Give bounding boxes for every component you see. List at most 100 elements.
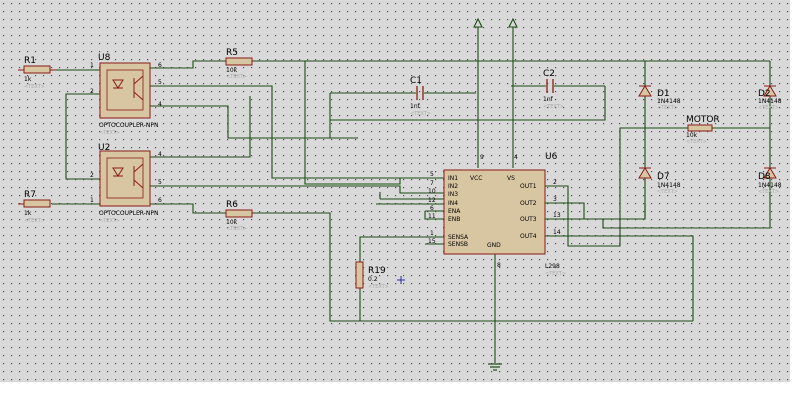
r6-ref: R6 bbox=[226, 200, 238, 210]
ic-pin-in1: IN1 bbox=[448, 175, 458, 182]
ic-pinno-4: 4 bbox=[514, 154, 518, 161]
ic-pinno-15: 15 bbox=[428, 238, 436, 245]
d8-placeholder: <TEXT> bbox=[758, 189, 779, 195]
ic-pinno-12: 12 bbox=[428, 197, 436, 204]
diode-d8[interactable]: D8 1N4148 <TEXT> bbox=[758, 167, 782, 195]
u8-pin-5: 5 bbox=[158, 79, 162, 86]
r1-value: 1k bbox=[24, 76, 32, 83]
vs-terminal-icon bbox=[508, 17, 518, 28]
ic-pinno-13: 13 bbox=[553, 212, 561, 219]
u2-pin-4: 4 bbox=[158, 151, 162, 158]
ic-pinno-7: 7 bbox=[430, 180, 434, 187]
optocoupler-u8[interactable]: U8 OPTOCOUPLER-NPN <TEXT> 1 2 6 5 4 bbox=[90, 53, 162, 136]
d7-ref: D7 bbox=[657, 172, 670, 182]
u2-ref: U2 bbox=[98, 143, 110, 153]
r6-value: 10k bbox=[226, 219, 238, 226]
r7-value: 1k bbox=[24, 210, 32, 217]
u6-ref: U6 bbox=[545, 152, 558, 162]
capacitor-c2[interactable]: C2 1nf <TEXT> bbox=[543, 69, 564, 110]
ic-pinno-11: 11 bbox=[428, 213, 436, 220]
ic-pin-sensa: SENSA bbox=[448, 234, 469, 241]
ic-pin-sensb: SENSB bbox=[448, 241, 468, 248]
r5-placeholder: <TEXT> bbox=[226, 74, 247, 80]
ic-pinno-10: 10 bbox=[428, 188, 436, 195]
u2-pin-5: 5 bbox=[158, 179, 162, 186]
d2-placeholder: <TEXT> bbox=[758, 105, 779, 111]
c1-placeholder: <TEXT> bbox=[410, 111, 431, 117]
motor-value: 10k bbox=[686, 132, 698, 139]
u2-pin-6: 6 bbox=[158, 197, 162, 204]
wires bbox=[52, 27, 771, 363]
u8-value: OPTOCOUPLER-NPN bbox=[99, 122, 158, 129]
u2-value: OPTOCOUPLER-NPN bbox=[99, 210, 158, 217]
motor[interactable]: MOTOR 10k <TEXT> bbox=[686, 115, 720, 145]
r5-ref: R5 bbox=[226, 48, 238, 58]
d2-ref: D2 bbox=[758, 89, 771, 99]
d2-value: 1N4148 bbox=[758, 98, 782, 105]
u8-placeholder: <TEXT> bbox=[99, 130, 120, 136]
u8-ref: U8 bbox=[98, 53, 111, 63]
u8-pin-6: 6 bbox=[158, 62, 162, 69]
r1-ref: R1 bbox=[24, 56, 36, 66]
motor-ref: MOTOR bbox=[686, 115, 720, 125]
u6-placeholder: <TEXT> bbox=[545, 271, 566, 277]
d7-placeholder: <TEXT> bbox=[657, 189, 678, 195]
resistor-r19[interactable]: R19 0.2 <TEXT> bbox=[355, 261, 389, 290]
ic-pin-in3: IN3 bbox=[448, 191, 458, 198]
ic-pin-out1: OUT1 bbox=[520, 183, 537, 190]
resistor-r1[interactable]: R1 1k <TEXT> bbox=[18, 56, 56, 90]
ic-pin-vs: VS bbox=[507, 175, 515, 182]
r19-ref: R19 bbox=[368, 266, 386, 276]
ic-pinno-3: 3 bbox=[553, 196, 557, 203]
ic-pin-vcc: VCC bbox=[470, 175, 482, 182]
u8-pin-2: 2 bbox=[90, 88, 94, 95]
r7-placeholder: <TEXT> bbox=[24, 218, 45, 224]
r19-value: 0.2 bbox=[368, 276, 378, 283]
resistor-r6[interactable]: R6 10k <TEXT> bbox=[225, 200, 253, 232]
d7-value: 1N4148 bbox=[657, 182, 681, 189]
ic-pin-out3: OUT3 bbox=[520, 216, 537, 223]
c2-placeholder: <TEXT> bbox=[543, 104, 564, 110]
diode-d2[interactable]: D2 1N4148 <TEXT> bbox=[758, 85, 782, 111]
resistor-r7[interactable]: R7 1k <TEXT> bbox=[18, 190, 51, 224]
ic-pinno-8: 8 bbox=[497, 262, 501, 269]
diode-d1[interactable]: D1 1N4148 <TEXT> bbox=[638, 85, 681, 111]
cursor-crosshair-icon bbox=[397, 276, 405, 284]
ic-pinno-9: 9 bbox=[480, 154, 484, 161]
r19-placeholder: <TEXT> bbox=[368, 284, 389, 290]
u6-value: L298 bbox=[545, 263, 560, 270]
c2-value: 1nf bbox=[543, 96, 554, 103]
resistor-r5[interactable]: R5 10k <TEXT> bbox=[225, 48, 253, 80]
capacitor-c1[interactable]: C1 1nf <TEXT> bbox=[410, 76, 431, 117]
ic-pinno-5: 5 bbox=[430, 171, 434, 178]
ic-pin-in2: IN2 bbox=[448, 183, 458, 190]
u8-pin-1: 1 bbox=[90, 62, 94, 69]
r6-placeholder: <TEXT> bbox=[226, 226, 247, 232]
d8-value: 1N4148 bbox=[758, 182, 782, 189]
optocoupler-u2[interactable]: U2 OPTOCOUPLER-NPN <TEXT> 2 1 4 5 6 bbox=[90, 143, 162, 224]
ic-pinno-14: 14 bbox=[553, 229, 561, 236]
ic-pin-out2: OUT2 bbox=[520, 200, 537, 207]
ic-pin-ena: ENA bbox=[448, 208, 461, 215]
ic-pinno-1: 1 bbox=[430, 230, 434, 237]
u2-placeholder: <TEXT> bbox=[99, 218, 120, 224]
d1-placeholder: <TEXT> bbox=[657, 105, 678, 111]
ic-pin-enb: ENB bbox=[448, 216, 460, 223]
motor-placeholder: <TEXT> bbox=[686, 139, 707, 145]
ic-pin-in4: IN4 bbox=[448, 200, 458, 207]
ic-u6[interactable]: U6 L298 <TEXT> IN1 IN2 IN3 IN4 ENA ENB S… bbox=[428, 152, 566, 277]
r5-value: 10k bbox=[226, 67, 238, 74]
c1-value: 1nf bbox=[410, 103, 421, 110]
r7-ref: R7 bbox=[24, 190, 36, 200]
power-terminals bbox=[473, 17, 518, 28]
d8-ref: D8 bbox=[758, 172, 771, 182]
d1-ref: D1 bbox=[657, 89, 670, 99]
ic-pin-gnd: GND bbox=[487, 242, 501, 249]
u2-pin-1: 1 bbox=[90, 197, 94, 204]
ic-pinno-2: 2 bbox=[553, 179, 557, 186]
diode-d7[interactable]: D7 1N4148 <TEXT> bbox=[638, 167, 681, 195]
r1-placeholder: <TEXT> bbox=[24, 84, 45, 90]
u2-pin-2: 2 bbox=[90, 172, 94, 179]
